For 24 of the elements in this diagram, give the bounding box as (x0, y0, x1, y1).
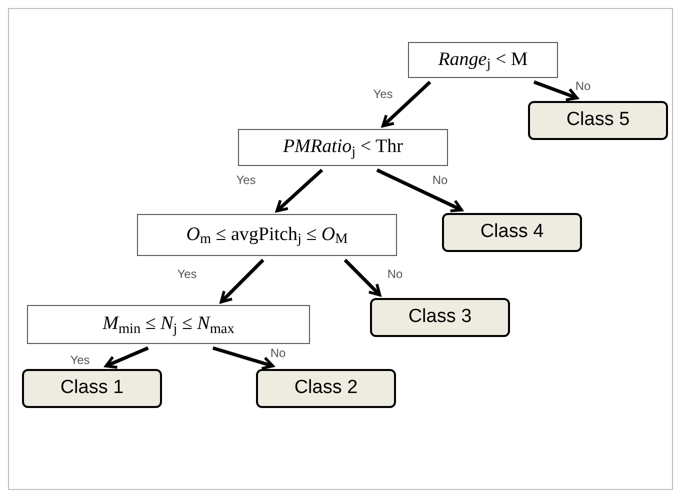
edge-label: No (432, 174, 448, 186)
condition-box: Range$_{j}$ < M (408, 42, 558, 78)
edge-label: No (575, 80, 591, 92)
class-box: Class 5 (528, 101, 668, 140)
condition-box: O$_{m}$ ≤ avgPitch$_{j}$ ≤ O$_{M}$ (137, 214, 397, 256)
edge-label: No (387, 268, 403, 280)
arrow (376, 168, 463, 212)
arrow (344, 258, 382, 296)
arrow (220, 258, 264, 304)
edge-label: Yes (70, 354, 90, 366)
class-box: Class 3 (370, 298, 510, 337)
arrow (212, 346, 274, 370)
edge-label: Yes (236, 174, 256, 186)
class-box: Class 4 (442, 213, 582, 252)
class-box: Class 1 (22, 369, 162, 408)
edge-label: No (270, 347, 286, 359)
condition-box: PMRatio$_{j}$ < Thr (238, 129, 448, 166)
arrow (382, 80, 432, 128)
condition-box: M$_{min}$ ≤ N$_{j}$ ≤ N$_{max}$ (27, 305, 310, 344)
arrow (104, 346, 149, 369)
arrow (275, 168, 324, 212)
class-box: Class 2 (256, 369, 396, 408)
edge-label: Yes (177, 268, 197, 280)
edge-label: Yes (373, 88, 393, 100)
